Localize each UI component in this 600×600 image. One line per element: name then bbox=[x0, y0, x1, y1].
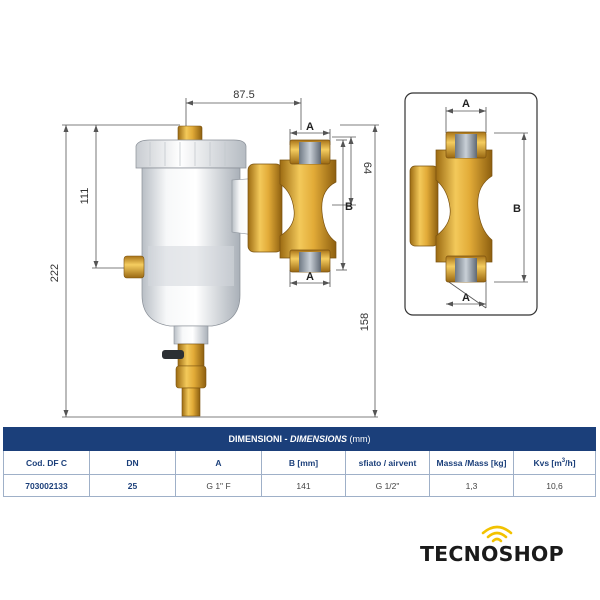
cell-dn: 25 bbox=[89, 474, 176, 497]
table-title-em: DIMENSIONS bbox=[290, 434, 348, 444]
dim-label-a-bottom: A bbox=[306, 271, 314, 283]
header-code: Cod. DF C bbox=[3, 450, 90, 475]
table-header-row: Cod. DF C DN A B [mm] sfiato / airvent M… bbox=[3, 450, 596, 475]
dim-label-a-top: A bbox=[306, 121, 314, 133]
tecnoshop-logo: TECNOSHOP bbox=[420, 523, 580, 578]
header-a: A bbox=[175, 450, 262, 475]
header-b: B [mm] bbox=[261, 450, 346, 475]
header-airvent: sfiato / airvent bbox=[345, 450, 430, 475]
header-mass: Massa /Mass [kg] bbox=[429, 450, 514, 475]
dimension-arrows bbox=[63, 100, 378, 417]
header-kvs-sup: 3 bbox=[561, 457, 566, 464]
separator-main-view bbox=[123, 125, 337, 417]
table-title-unit: (mm) bbox=[347, 434, 371, 444]
cell-code: 703002133 bbox=[3, 474, 90, 497]
dim-label-64: 64 bbox=[361, 162, 373, 174]
cell-mass: 1,3 bbox=[429, 474, 514, 497]
table-title-main: DIMENSIONI - bbox=[228, 434, 290, 444]
detail-label-a-top: A bbox=[462, 98, 470, 110]
dimensions-table: DIMENSIONI - DIMENSIONS (mm) Cod. DF C D… bbox=[3, 427, 596, 497]
wifi-icon bbox=[481, 525, 513, 543]
technical-drawing: 87.5 111 222 158 64 A A B bbox=[49, 89, 538, 418]
header-kvs-pre: Kvs [m bbox=[533, 457, 562, 468]
header-kvs-post: /h] bbox=[565, 457, 576, 468]
header-kvs: Kvs [m3/h] bbox=[513, 450, 596, 475]
dim-label-111: 111 bbox=[79, 188, 91, 205]
detail-label-b: B bbox=[513, 203, 521, 215]
detail-label-a-bottom: A bbox=[462, 292, 470, 304]
header-dn: DN bbox=[89, 450, 176, 475]
dim-label-87-5: 87.5 bbox=[233, 89, 254, 101]
cell-b: 141 bbox=[261, 474, 346, 497]
table-title-row: DIMENSIONI - DIMENSIONS (mm) bbox=[3, 427, 596, 451]
dim-label-b: B bbox=[345, 201, 353, 213]
dim-label-158: 158 bbox=[359, 313, 371, 331]
separator-detail-view bbox=[409, 131, 493, 283]
cell-kvs: 10,6 bbox=[513, 474, 596, 497]
detail-dimension-arrows bbox=[446, 108, 527, 307]
dim-label-222: 222 bbox=[49, 264, 61, 282]
logo-brand-text: TECNOSHOP bbox=[420, 542, 564, 566]
cell-airvent: G 1/2" bbox=[345, 474, 430, 497]
cell-a: G 1" F bbox=[175, 474, 262, 497]
table-row: 703002133 25 G 1" F 141 G 1/2" 1,3 10,6 bbox=[3, 474, 596, 497]
table-title: DIMENSIONI - DIMENSIONS (mm) bbox=[3, 427, 596, 451]
